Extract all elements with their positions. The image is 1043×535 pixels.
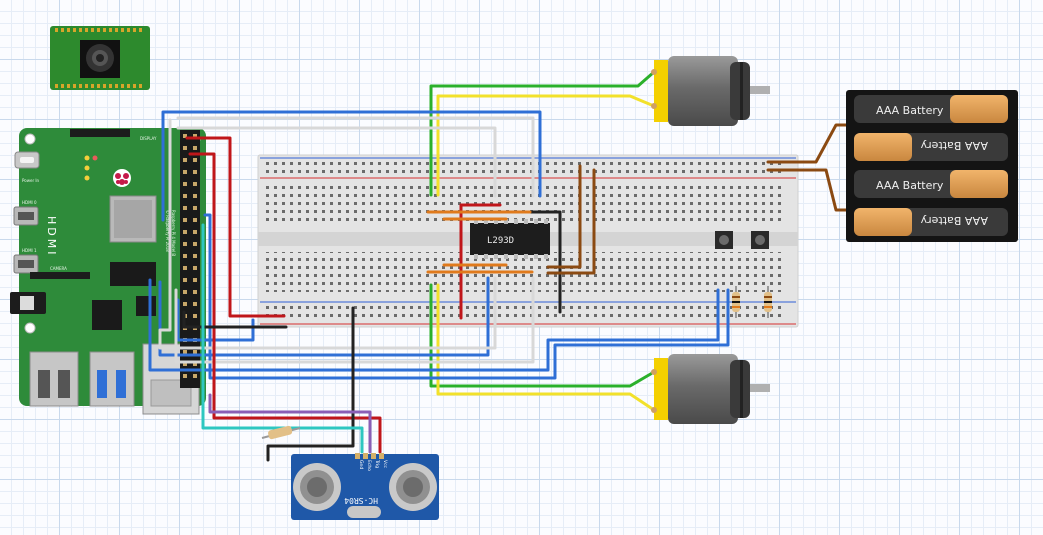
dc-motor-1 <box>651 56 770 126</box>
wire-brown-4 <box>766 168 850 212</box>
board-text-1: Raspberry Pi 4 Model B <box>171 210 176 256</box>
dc-motor-2 <box>651 354 770 424</box>
wires <box>148 70 850 462</box>
push-button-1 <box>715 231 733 249</box>
wire-white-1 <box>158 118 497 350</box>
ultrasonic-sensor: HC-SR04 Vcc Trig Echo Gnd <box>291 453 439 520</box>
power-label: Power In <box>22 178 40 183</box>
wire-brown-2 <box>546 168 596 275</box>
hdmi-label: HDMI <box>45 216 58 257</box>
wire-black-1 <box>182 310 288 329</box>
motor-driver-ic: L293D <box>470 219 550 259</box>
wire-red-2 <box>188 152 382 454</box>
sensor-pin-echo: Echo <box>366 460 372 471</box>
svg-text:AAA Battery: AAA Battery <box>920 214 988 227</box>
push-button-2 <box>751 231 769 249</box>
raspberry-logo-icon <box>113 169 131 187</box>
sensor-pin-gnd: Gnd <box>358 460 364 469</box>
wire-yellow-1 <box>436 94 656 197</box>
wire-green-1 <box>429 70 656 197</box>
svg-text:AAA Battery: AAA Battery <box>876 179 944 192</box>
sensor-pin-trig: Trig <box>374 459 380 468</box>
wire-red-1 <box>185 136 286 318</box>
resistor-2 <box>764 286 772 318</box>
hdmi0-label: HDMI 0 <box>22 200 37 205</box>
battery-cell-2: AAA Battery <box>854 133 1008 161</box>
camera-module <box>50 26 150 90</box>
wire-purple <box>208 393 372 454</box>
svg-text:AAA Battery: AAA Battery <box>920 139 988 152</box>
battery-cell-3: AAA Battery <box>854 170 1008 198</box>
wire-blue-2 <box>203 213 730 380</box>
battery-pack: AAA Battery AAA Battery AAA Battery AAA … <box>846 90 1018 242</box>
ic-label: L293D <box>487 236 514 246</box>
board-text-2: © Raspberry Pi 2018 <box>165 210 170 252</box>
svg-text:AAA Battery: AAA Battery <box>876 104 944 117</box>
wire-white-2 <box>176 126 497 198</box>
wire-brown-3 <box>766 123 850 164</box>
wire-yellow-2 <box>436 283 656 412</box>
sensor-pin-vcc: Vcc <box>382 460 388 469</box>
display-label: DISPLAY <box>140 136 157 141</box>
battery-cell-1: AAA Battery <box>854 95 1008 123</box>
resistor-3 <box>261 425 301 440</box>
resistor-1 <box>732 286 740 318</box>
wire-white-3 <box>176 116 535 198</box>
wire-black-2 <box>266 306 355 462</box>
hdmi1-label: HDMI 1 <box>22 248 37 253</box>
wire-blue-1 <box>161 110 542 222</box>
sensor-model-label: HC-SR04 <box>344 496 378 505</box>
battery-cell-4: AAA Battery <box>854 208 1008 236</box>
camera-label: CAMERA <box>50 266 67 271</box>
wire-brown-1 <box>546 164 582 269</box>
wire-blue-4 <box>158 276 490 357</box>
wire-green-2 <box>429 283 656 388</box>
wire-blue-3 <box>148 278 720 372</box>
